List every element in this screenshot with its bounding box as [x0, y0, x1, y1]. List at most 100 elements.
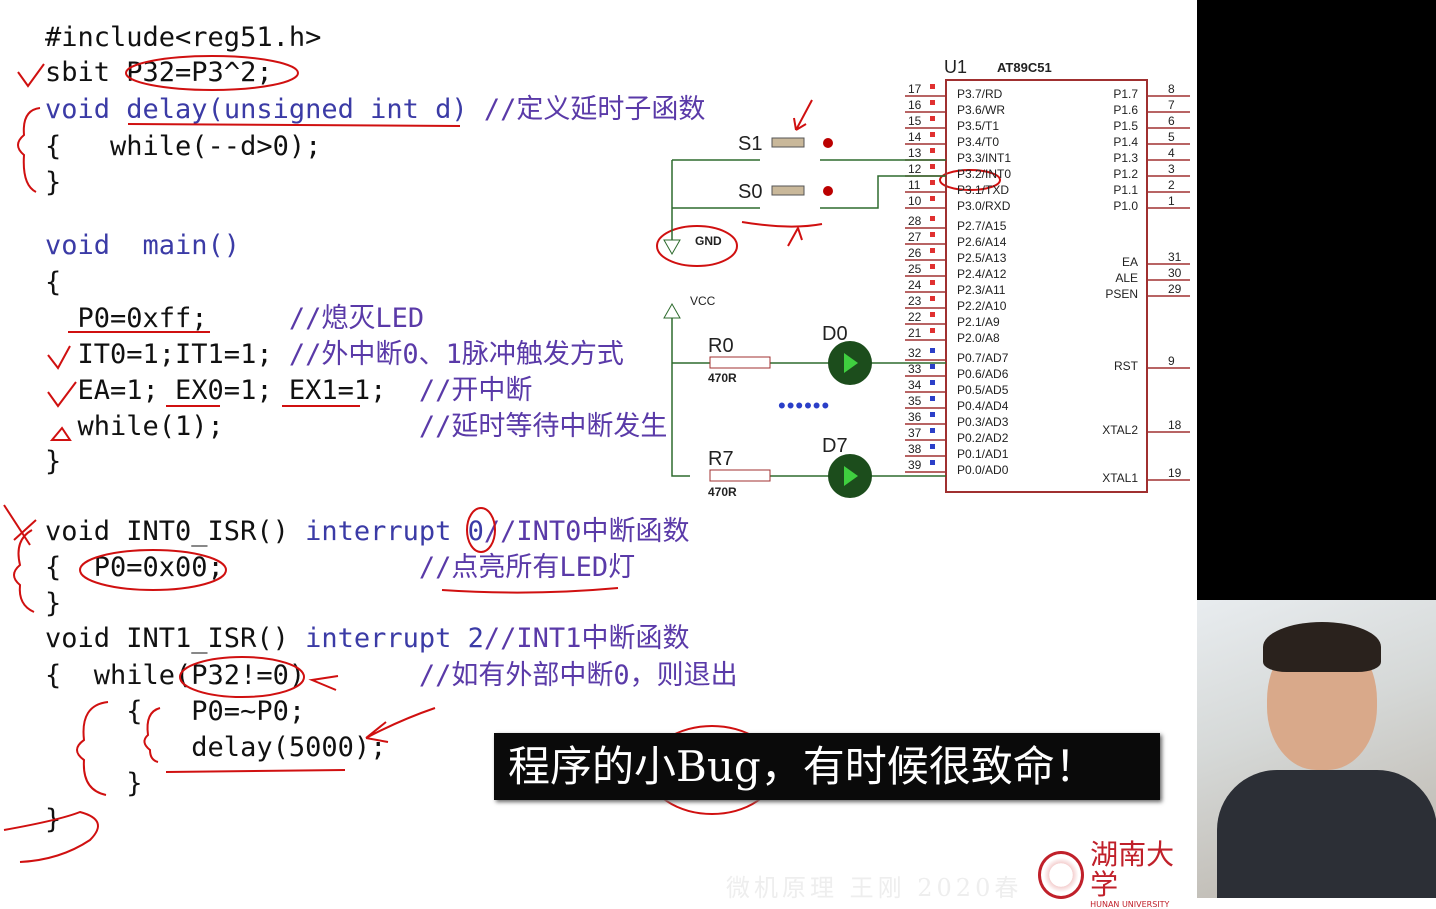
- switch-s1-label: S1: [738, 133, 762, 155]
- annotation-underline: [127, 123, 461, 127]
- code-line: { P0=0x00; //点亮所有LED灯: [45, 550, 635, 586]
- pin-state-marker: [930, 380, 935, 385]
- pin-label: P1.5: [1113, 119, 1138, 133]
- code-token: void INT0_ISR(): [45, 516, 306, 547]
- resistor-r7-label: R7: [708, 448, 734, 470]
- vcc-icon: [663, 302, 681, 319]
- code-line: while(1); //延时等待中断发生: [45, 409, 668, 445]
- annotation-arrow: [793, 99, 813, 131]
- diode-icon: [844, 353, 858, 373]
- pin-number: 32: [908, 346, 922, 360]
- check-mark: [17, 63, 45, 88]
- pin-number: 31: [1168, 250, 1182, 264]
- pin-label: P0.2/AD2: [957, 431, 1009, 445]
- code-token: IT0=1;IT1=1;: [45, 339, 289, 370]
- pin-state-marker: [930, 280, 935, 285]
- university-logo: 湖南大学 HUNAN UNIVERSITY: [1038, 840, 1197, 909]
- pin-label: P1.0: [1113, 199, 1138, 213]
- pin-label: P0.7/AD7: [957, 351, 1009, 365]
- pin-state-marker: [930, 180, 935, 185]
- resistor-r0-label: R0: [708, 335, 734, 357]
- comment: //开中断: [418, 375, 533, 406]
- pin-number: 21: [908, 326, 922, 340]
- pin-number: 8: [1168, 82, 1175, 96]
- comment: //点亮所有LED灯: [418, 552, 636, 583]
- code-line-sbit: sbit P32=P3^2;: [45, 55, 273, 91]
- pin-label: P1.3: [1113, 151, 1138, 165]
- code-line-delay-decl: void delay(unsigned int d) //定义延时子函数: [45, 92, 705, 128]
- code-line: EA=1; EX0=1; EX1=1; //开中断: [45, 373, 533, 409]
- switch-s0-label: S0: [738, 181, 762, 203]
- pin-label: P0.6/AD6: [957, 367, 1009, 381]
- pin-number: 26: [908, 246, 922, 260]
- pin-label: P1.1: [1113, 183, 1138, 197]
- code-line: }: [45, 768, 143, 799]
- annotation-curve: [3, 810, 99, 863]
- pin-label: P3.4/T0: [957, 135, 999, 149]
- code-line-main: void main(): [45, 230, 241, 261]
- pin-label: P0.3/AD3: [957, 415, 1009, 429]
- pin-label: P0.4/AD4: [957, 399, 1009, 413]
- pin-number: 36: [908, 410, 922, 424]
- wires: [671, 159, 946, 477]
- comment: //如有外部中断0，则退出: [418, 660, 738, 691]
- chip-body: [945, 79, 1148, 493]
- gnd-label: GND: [695, 234, 722, 248]
- code-token: P0=0xff;: [45, 303, 289, 334]
- pin-state-marker: [930, 364, 935, 369]
- annotation-circle: [656, 225, 738, 267]
- pin-label: P0.5/AD5: [957, 383, 1009, 397]
- code-line: delay(5000);: [45, 732, 387, 763]
- pin-label: ALE: [1115, 271, 1138, 285]
- pin-state-marker: [930, 444, 935, 449]
- pin-number: 39: [908, 458, 922, 472]
- pin-label: P2.0/A8: [957, 331, 1000, 345]
- pin-state-marker: [930, 296, 935, 301]
- pin-state-marker: [930, 312, 935, 317]
- pin-label: P3.2/INT0: [957, 167, 1011, 181]
- pin-state-marker: [930, 412, 935, 417]
- pin-label: P2.3/A11: [957, 283, 1006, 297]
- logo-en: HUNAN UNIVERSITY: [1090, 900, 1170, 909]
- pin-state-marker: [930, 428, 935, 433]
- pin-label: P1.6: [1113, 103, 1138, 117]
- resistor-r7: [709, 469, 771, 482]
- led-d7-label: D7: [822, 435, 848, 457]
- resistor-r7-value: 470R: [708, 485, 737, 499]
- pin-label: P2.7/A15: [957, 219, 1007, 233]
- comment: //INT1中断函数: [483, 623, 690, 654]
- university-seal-icon: [1038, 850, 1085, 899]
- comment: //熄灭LED: [288, 303, 425, 334]
- pin-number: 18: [1168, 418, 1182, 432]
- pin-number: 14: [908, 130, 922, 144]
- annotation-underline: [165, 769, 346, 773]
- pin-label: P1.2: [1113, 167, 1138, 181]
- pin-number: 35: [908, 394, 922, 408]
- pin-number: 12: [908, 162, 922, 176]
- pin-label: P2.6/A14: [957, 235, 1007, 249]
- pin-label: PSEN: [1105, 287, 1138, 301]
- pin-label: P2.2/A10: [957, 299, 1007, 313]
- pin-number: 3: [1168, 162, 1175, 176]
- pin-number: 19: [1168, 466, 1182, 480]
- annotation-circle: [939, 169, 1001, 191]
- switch-s1-indicator: [823, 138, 833, 148]
- annotation-arrow: [3, 504, 37, 546]
- resistor-r0: [709, 356, 771, 369]
- code-token: EA=1; EX0=1; EX1=1;: [45, 375, 419, 406]
- annotation-brace: [13, 529, 35, 613]
- pin-number: 9: [1168, 354, 1175, 368]
- ground-icon: [663, 239, 681, 256]
- annotation-triangle: [49, 426, 72, 441]
- watermark: 微机原理 王刚 2020春: [726, 874, 1023, 902]
- logo-cn: 湖南大学: [1090, 838, 1175, 901]
- pin-number: 7: [1168, 98, 1175, 112]
- code-line: { while(P32!=0) //如有外部中断0，则退出: [45, 658, 738, 694]
- pin-label: EA: [1122, 255, 1138, 269]
- pin-number: 25: [908, 262, 922, 276]
- pin-label: P2.1/A9: [957, 315, 1000, 329]
- pin-state-marker: [930, 396, 935, 401]
- switch-s1: [771, 137, 805, 148]
- pin-number: 37: [908, 426, 922, 440]
- code-line: IT0=1;IT1=1; //外中断0、1脉冲触发方式: [45, 337, 624, 373]
